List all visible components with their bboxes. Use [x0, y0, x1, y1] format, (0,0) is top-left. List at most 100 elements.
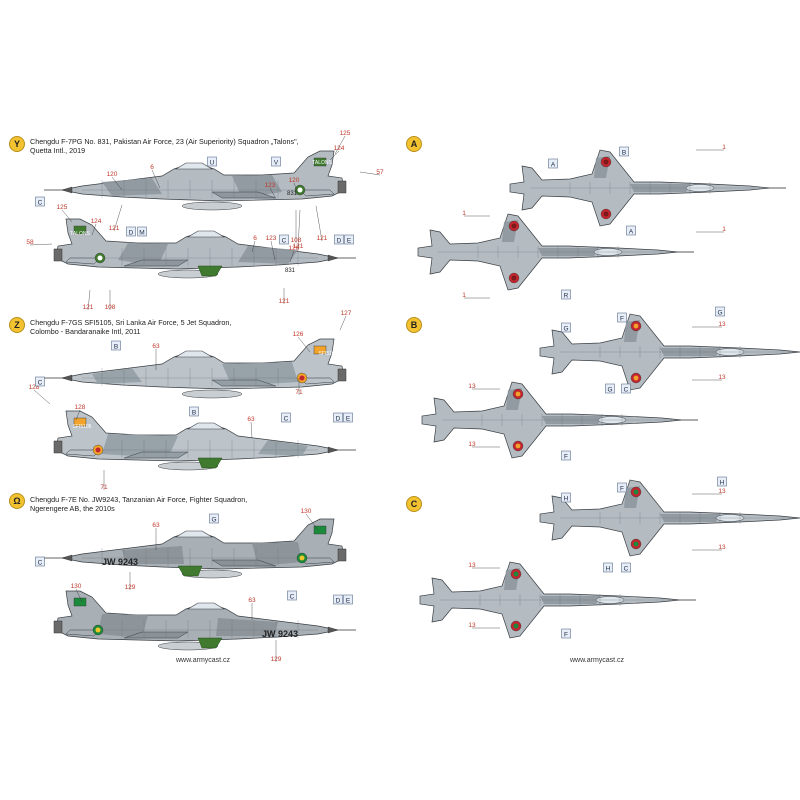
callout-1-a3: 1: [462, 210, 466, 217]
letter-b-a: [619, 146, 629, 157]
callout-129: 129: [125, 584, 136, 591]
letter-label: U: [210, 160, 215, 167]
letter-g-omega: [209, 513, 219, 524]
letter-h-c3: [603, 562, 613, 573]
drop-tank: [181, 201, 243, 211]
roundel-center: [299, 555, 305, 561]
scheme-badge-omega: Ω: [9, 493, 25, 509]
callout-63-omega: 63: [152, 522, 160, 529]
callout-127: 127: [341, 310, 352, 317]
scheme-caption-omega: Chengdu F-7E No. JW9243, Tanzanian Air F…: [30, 495, 360, 513]
plan-b-bottom: [421, 381, 698, 459]
letter-label: C: [282, 238, 287, 245]
callout-1-a2: 1: [722, 226, 726, 233]
belly-panel: [197, 637, 223, 649]
scheme-caption-omega-line1: Chengdu F-7E No. JW9243, Tanzanian Air F…: [30, 495, 248, 504]
letter-label: F: [620, 486, 624, 493]
wing-roundel-center: [633, 323, 639, 329]
plan-badge-b: B: [406, 317, 422, 333]
canopy: [186, 422, 226, 430]
callout-124: 124: [334, 145, 345, 152]
letter-c-omega: [35, 556, 45, 567]
wing-roundel-center: [633, 541, 639, 547]
letter-label: M: [139, 230, 144, 237]
leader-line: [250, 421, 253, 439]
letter-m: [137, 226, 147, 237]
nose-cone: [61, 374, 73, 382]
callout-121d: 121: [279, 298, 290, 305]
canopy: [174, 530, 214, 538]
letter-label: B: [114, 344, 118, 351]
letter-label: R: [564, 293, 569, 300]
leader-line: [251, 240, 256, 253]
callout-121c: 121: [317, 235, 328, 242]
callout-63-bottom: 63: [247, 416, 255, 423]
letter-label: C: [624, 387, 629, 394]
letter-label: H: [720, 480, 725, 487]
serial-slaf-top: SFI5105: [319, 351, 338, 357]
callout-129-bottom: 129: [271, 656, 282, 663]
letter-c-y: [35, 196, 45, 207]
camo-patch: [98, 614, 148, 638]
letter-a: [548, 158, 558, 169]
letter-label: C: [624, 566, 629, 573]
letter-label: G: [211, 517, 216, 524]
callout-128: 128: [29, 384, 40, 391]
leader-line: [75, 409, 81, 421]
wing: [123, 259, 189, 267]
nose-cone: [327, 446, 339, 454]
aircraft-omega-port: [53, 590, 356, 651]
leader-line: [151, 169, 161, 189]
serial-tz-bottom: JW 9243: [262, 629, 298, 639]
leader-line: [297, 336, 311, 353]
leader-line: [269, 187, 276, 198]
plan-b-top: [539, 313, 800, 391]
callout-63-omega-bottom: 63: [248, 597, 256, 604]
callout-13-c: 13: [718, 488, 726, 495]
exhaust: [337, 368, 347, 382]
leader-line: [329, 150, 340, 161]
letter-label: C: [38, 380, 43, 387]
letter-d-y: [126, 226, 136, 237]
callout-13-b4: 13: [468, 441, 476, 448]
letter-d-z: [333, 412, 343, 423]
callout-13-c2: 13: [718, 544, 726, 551]
letter-f-c: [617, 482, 627, 493]
canopy: [186, 230, 226, 238]
leader-line: [289, 250, 295, 263]
letter-c-c: [621, 562, 631, 573]
roundel-center: [95, 627, 101, 633]
letter-e-z: [343, 412, 353, 423]
fin-flash: [313, 525, 327, 535]
letter-f-b2: [561, 450, 571, 461]
callout-120-bottom: 120: [289, 245, 300, 252]
scheme-caption-z-line2: Colombo - Bandaranaike Intl, 2011: [30, 327, 141, 336]
aircraft-omega-starboard: [44, 518, 347, 579]
letter-label: E: [346, 598, 351, 605]
nose-cone: [327, 254, 339, 262]
letter-label: D: [337, 238, 342, 245]
leader-line: [113, 204, 123, 232]
tail-talons-y-top: TALONS: [312, 160, 332, 166]
callout-108: 108: [291, 237, 302, 244]
callout-125: 125: [340, 130, 351, 137]
fin-flash: [73, 417, 87, 427]
camo-patch: [216, 618, 278, 636]
callout-6-bottom: 6: [253, 235, 257, 242]
leader-line: [305, 513, 319, 531]
leader-line: [359, 171, 381, 176]
plan-badge-c: C: [406, 496, 422, 512]
letter-label: D: [336, 598, 341, 605]
fin-flash: [73, 597, 87, 607]
callout-121: 121: [109, 225, 120, 232]
wing-roundel-center: [515, 443, 521, 449]
belly-panel: [197, 457, 223, 469]
wing-roundel-center: [633, 489, 639, 495]
camo-patch: [252, 542, 302, 566]
letter-label: E: [346, 416, 351, 423]
letter-label: C: [38, 200, 43, 207]
letter-g-b3: [605, 383, 615, 394]
letter-c-y2: [279, 234, 289, 245]
letter-label: C: [284, 416, 289, 423]
wing: [211, 191, 277, 199]
